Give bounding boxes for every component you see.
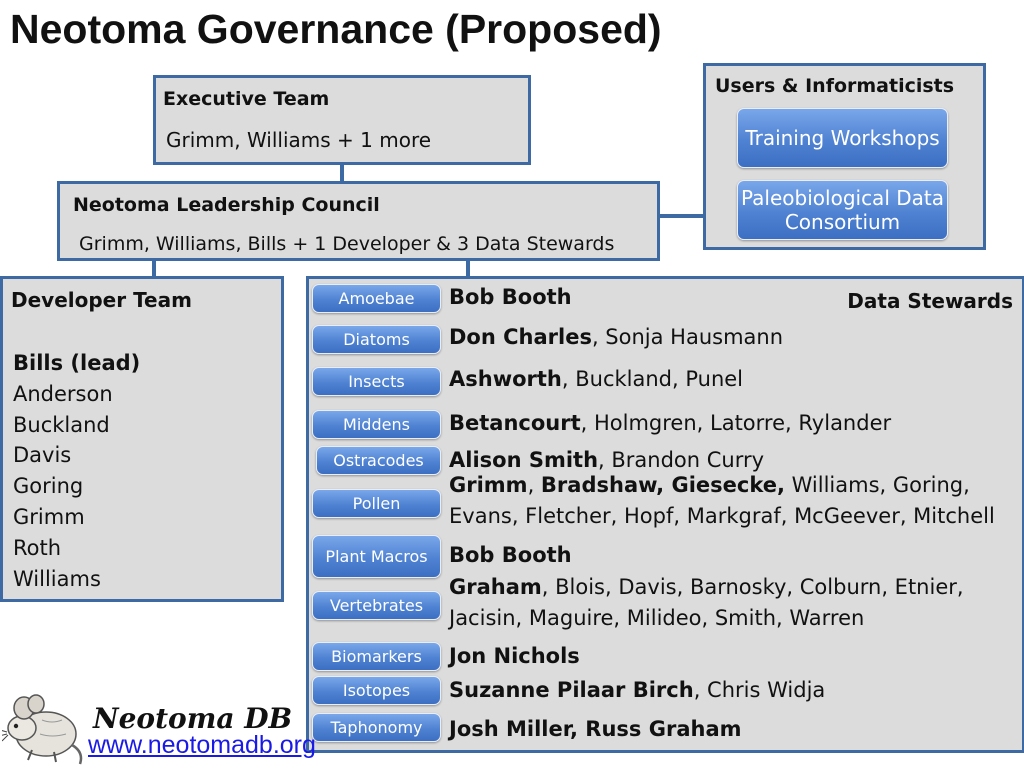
paleobiological-data-consortium-pill: Paleobiological Data Consortium <box>737 180 948 240</box>
developer-team-box: Developer Team <box>0 276 284 602</box>
group-pollen-pill: Pollen <box>312 489 441 518</box>
group-amoebae-pill: Amoebae <box>312 284 441 313</box>
connector-council-stewards <box>466 259 470 278</box>
leadership-council-title: Neotoma Leadership Council <box>73 194 380 216</box>
data-stewards-title: Data Stewards <box>847 289 1013 313</box>
developer-list: Bills (lead) Anderson Buckland Davis Gor… <box>13 348 140 594</box>
connector-council-developers <box>152 259 156 278</box>
steward-line-pollen-1: Grimm, Bradshaw, Giesecke, Williams, Gor… <box>449 473 970 497</box>
group-isotopes-pill: Isotopes <box>312 676 441 705</box>
group-plant-macros-pill: Plant Macros <box>312 535 441 578</box>
group-insects-pill: Insects <box>312 367 441 396</box>
users-informaticists-box: Users & Informaticists Training Workshop… <box>703 63 986 250</box>
group-biomarkers-pill: Biomarkers <box>312 642 441 671</box>
executive-team-box: Executive Team Grimm, Williams + 1 more <box>153 75 531 165</box>
steward-line-amoebae: Bob Booth <box>449 285 572 309</box>
developer-member: Buckland <box>13 412 110 437</box>
group-taphonomy-pill: Taphonomy <box>312 713 441 742</box>
steward-line-ostracodes: Alison Smith, Brandon Curry <box>449 448 765 472</box>
steward-line-taphonomy: Josh Miller, Russ Graham <box>449 717 742 741</box>
group-diatoms-pill: Diatoms <box>312 325 441 354</box>
developer-member: Roth <box>13 535 62 560</box>
group-middens-pill: Middens <box>312 410 441 439</box>
steward-line-isotopes: Suzanne Pilaar Birch, Chris Widja <box>449 678 826 702</box>
group-vertebrates-pill: Vertebrates <box>312 591 441 620</box>
steward-line-middens: Betancourt, Holmgren, Latorre, Rylander <box>449 411 892 435</box>
developer-member: Williams <box>13 566 101 591</box>
steward-line-vertebrates-2: Jacisin, Maguire, Milideo, Smith, Warren <box>449 606 865 630</box>
steward-line-plant-macros: Bob Booth <box>449 543 572 567</box>
steward-line-pollen-2: Evans, Fletcher, Hopf, Markgraf, McGeeve… <box>449 504 995 528</box>
leadership-council-box: Neotoma Leadership Council Grimm, Willia… <box>57 181 660 261</box>
developer-member: Davis <box>13 443 72 468</box>
steward-line-diatoms: Don Charles, Sonja Hausmann <box>449 325 784 349</box>
developer-team-title: Developer Team <box>11 288 192 312</box>
developer-member: Grimm <box>13 504 85 529</box>
woodrat-logo-icon <box>2 694 83 765</box>
connector-exec-council <box>340 163 344 183</box>
steward-line-vertebrates-1: Graham, Blois, Davis, Barnosky, Colburn,… <box>449 575 964 599</box>
group-ostracodes-pill: Ostracodes <box>316 446 441 475</box>
website-link[interactable]: www.neotomadb.org <box>88 731 316 759</box>
training-workshops-pill: Training Workshops <box>737 108 948 168</box>
leadership-council-members: Grimm, Williams, Bills + 1 Developer & 3… <box>79 233 615 255</box>
steward-line-biomarkers: Jon Nichols <box>449 644 580 668</box>
users-informaticists-title: Users & Informaticists <box>715 75 955 97</box>
developer-member: Anderson <box>13 381 113 406</box>
developer-lead: Bills (lead) <box>13 351 141 375</box>
connector-council-users <box>658 214 705 218</box>
steward-line-insects: Ashworth, Buckland, Punel <box>449 367 744 391</box>
executive-team-members: Grimm, Williams + 1 more <box>166 128 432 152</box>
developer-member: Goring <box>13 474 84 499</box>
executive-team-title: Executive Team <box>163 88 330 110</box>
page-title: Neotoma Governance (Proposed) <box>10 6 662 52</box>
logo-wordmark: Neotoma DB <box>93 702 293 735</box>
